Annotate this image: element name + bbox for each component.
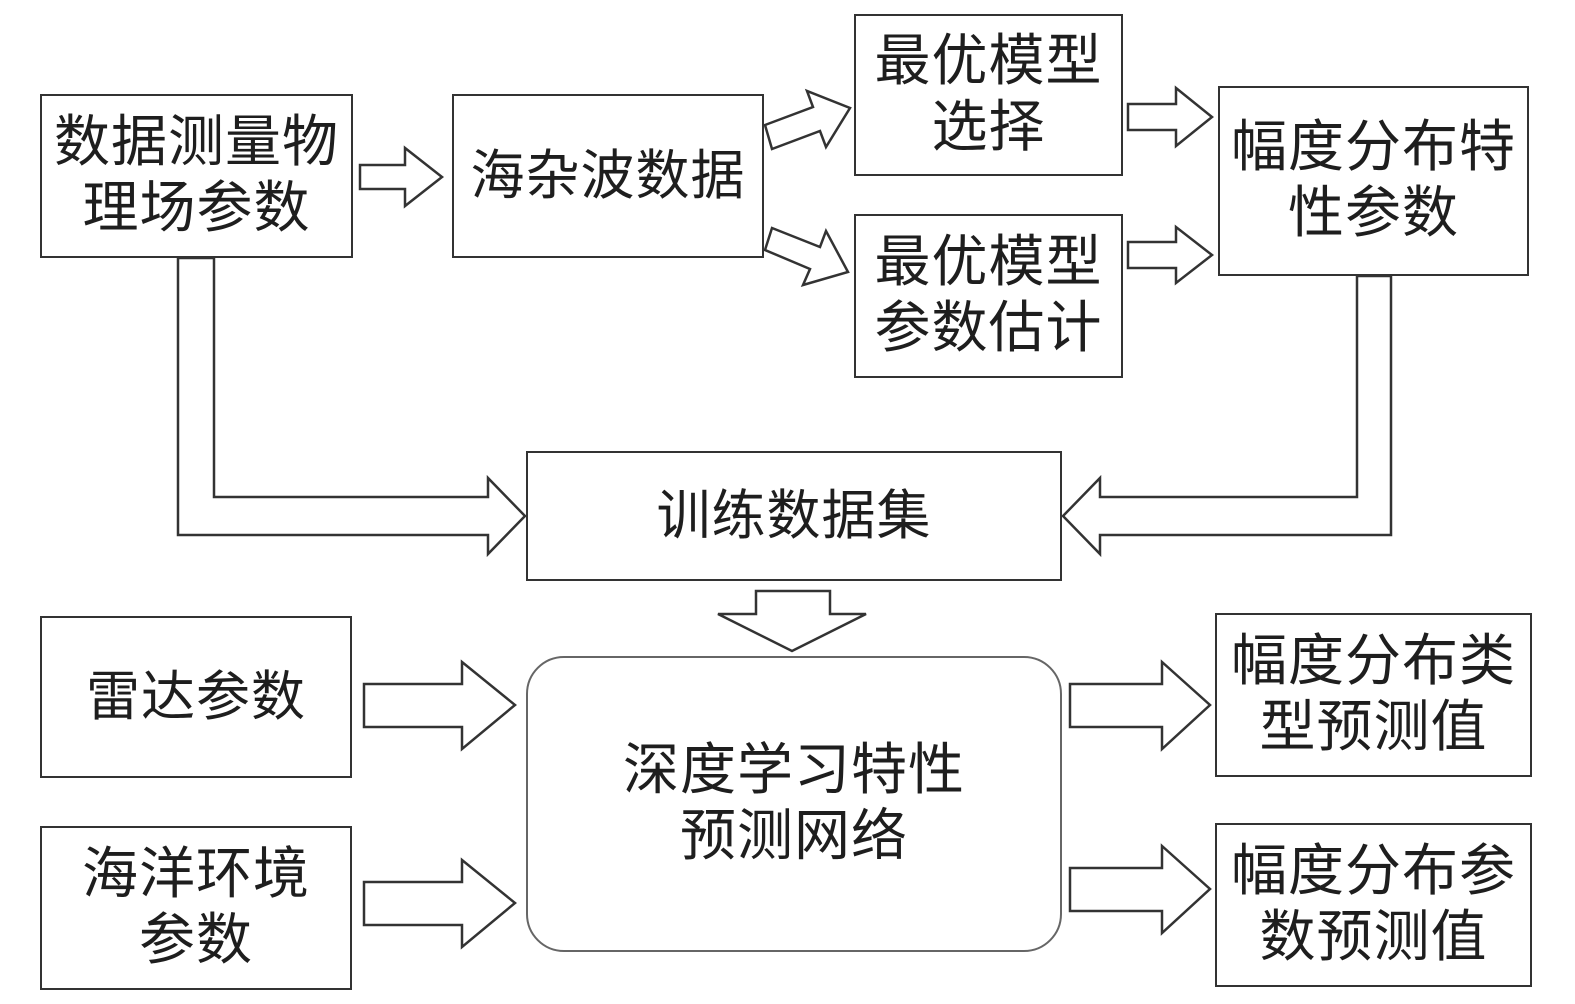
box-param-prediction: 幅度分布参 数预测值	[1215, 823, 1532, 987]
arrow-network-to-type	[1068, 659, 1212, 752]
box-param-estimation-line-1: 最优模型	[874, 229, 1103, 295]
arrow-physical-to-training	[176, 256, 527, 558]
arrow-network-to-params	[1068, 843, 1212, 936]
box-param-estimation-line-2: 参数估计	[874, 296, 1103, 361]
box-type-prediction: 幅度分布类 型预测值	[1215, 613, 1532, 777]
box-dl-network-line-1: 深度学习特性	[623, 737, 965, 803]
box-sea-clutter-data-line-1: 海杂波数据	[470, 144, 746, 208]
box-dl-network-line-2: 预测网络	[680, 804, 908, 869]
box-model-selection: 最优模型 选择	[854, 14, 1123, 176]
box-param-prediction-line-2: 数预测值	[1259, 905, 1488, 970]
box-physical-params: 数据测量物 理场参数	[40, 94, 353, 258]
box-physical-params-line-2: 理场参数	[82, 176, 311, 241]
arrow-clutter-to-estimation	[763, 226, 850, 287]
box-amplitude-params: 幅度分布特 性参数	[1218, 86, 1529, 276]
box-amplitude-params-line-1: 幅度分布特	[1231, 114, 1516, 180]
box-radar-params-line-1: 雷达参数	[86, 665, 306, 729]
arrow-clutter-to-selection	[763, 88, 852, 151]
box-training-set: 训练数据集	[526, 451, 1062, 581]
arrow-selection-to-amplitude	[1126, 85, 1214, 149]
arrow-radar-to-network	[362, 659, 517, 752]
box-training-set-line-1: 训练数据集	[656, 484, 932, 548]
arrow-estimation-to-amplitude	[1126, 224, 1215, 286]
box-ocean-env-params-line-1: 海洋环境	[82, 841, 310, 907]
box-ocean-env-params: 海洋环境 参数	[40, 826, 352, 990]
box-sea-clutter-data: 海杂波数据	[452, 94, 764, 258]
arrow-physical-to-clutter	[358, 145, 445, 209]
box-radar-params: 雷达参数	[40, 616, 352, 778]
box-model-selection-line-1: 最优模型	[874, 28, 1103, 94]
box-dl-network: 深度学习特性 预测网络	[526, 656, 1062, 952]
box-model-selection-line-2: 选择	[931, 95, 1046, 160]
box-param-prediction-line-1: 幅度分布参	[1231, 838, 1516, 904]
box-type-prediction-line-2: 型预测值	[1259, 695, 1488, 760]
arrow-ocean-to-network	[362, 857, 517, 950]
arrow-amplitude-to-training	[1061, 274, 1393, 558]
box-physical-params-line-1: 数据测量物	[54, 109, 339, 175]
box-amplitude-params-line-2: 性参数	[1288, 181, 1459, 246]
box-ocean-env-params-line-2: 参数	[139, 908, 253, 973]
box-param-estimation: 最优模型 参数估计	[854, 214, 1123, 378]
box-type-prediction-line-1: 幅度分布类	[1231, 628, 1516, 694]
arrow-training-to-network	[717, 589, 867, 653]
